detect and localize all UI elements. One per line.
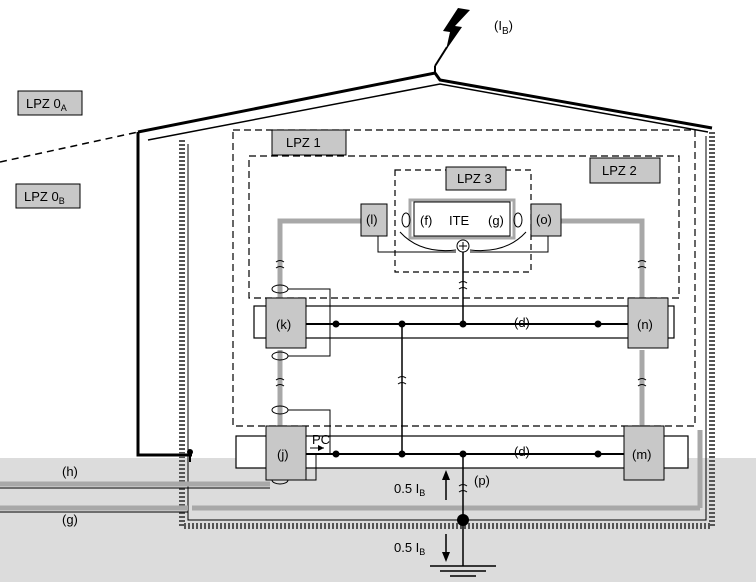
current-lower-label: 0.5 IB (394, 540, 425, 557)
svg-text:LPZ 0A: LPZ 0A (26, 96, 67, 113)
svg-text:LPZ 0B: LPZ 0B (24, 189, 65, 206)
svg-text:(j): (j) (277, 447, 289, 462)
ite-equipment: ITE (f) (g) (413, 201, 511, 237)
svg-text:(m): (m) (632, 447, 652, 462)
svg-text:(l): (l) (366, 212, 378, 227)
lpz0b-label: LPZ 0B (15, 183, 81, 209)
svg-text:LPZ 1: LPZ 1 (286, 135, 321, 150)
svg-text:ITE: ITE (449, 213, 470, 228)
lpz0a-label: LPZ 0A (17, 90, 83, 116)
svg-text:(n): (n) (637, 317, 653, 332)
line-g-label: (g) (62, 512, 78, 527)
svg-text:(k): (k) (276, 317, 291, 332)
down-conductor (136, 132, 192, 457)
building-shield (179, 132, 715, 529)
protection-zone-boundary (0, 131, 139, 163)
device-k: (k) (265, 297, 307, 349)
device-j: (j) (265, 425, 307, 481)
svg-text:(f): (f) (420, 213, 432, 228)
pc-connection: PC (310, 432, 330, 451)
svg-text:PC: PC (312, 432, 330, 447)
earthing-p-label: (p) (474, 473, 490, 488)
lightning-current-label: (IB) (494, 18, 513, 37)
roof-line (137, 71, 713, 134)
break-marks (275, 260, 647, 493)
svg-text:(g): (g) (488, 213, 504, 228)
lpz2-boundary (248, 155, 680, 299)
svg-text:LPZ 3: LPZ 3 (457, 171, 492, 186)
device-n: (n) (627, 297, 669, 349)
current-upper-label: 0.5 IB (394, 481, 425, 498)
lpz1-label: LPZ 1 (271, 129, 347, 156)
arrow-up-icon (442, 470, 450, 480)
device-o: (o) (530, 203, 562, 237)
svg-text:(o): (o) (536, 212, 552, 227)
lightning-bolt-icon (443, 8, 470, 50)
cable-routing (0, 218, 703, 511)
earth-ground-icon (430, 555, 496, 577)
conductor-d-upper: (d) (514, 315, 530, 330)
svg-text:LPZ 2: LPZ 2 (602, 163, 637, 178)
device-l: (l) (360, 203, 388, 237)
lpz2-label: LPZ 2 (589, 157, 661, 184)
line-h-label: (h) (62, 464, 78, 479)
device-m: (m) (623, 425, 665, 481)
lpz3-label: LPZ 3 (445, 166, 507, 191)
conductor-d-lower: (d) (514, 444, 530, 459)
lpz1-boundary (232, 129, 696, 427)
arrow-down-icon (442, 552, 450, 562)
